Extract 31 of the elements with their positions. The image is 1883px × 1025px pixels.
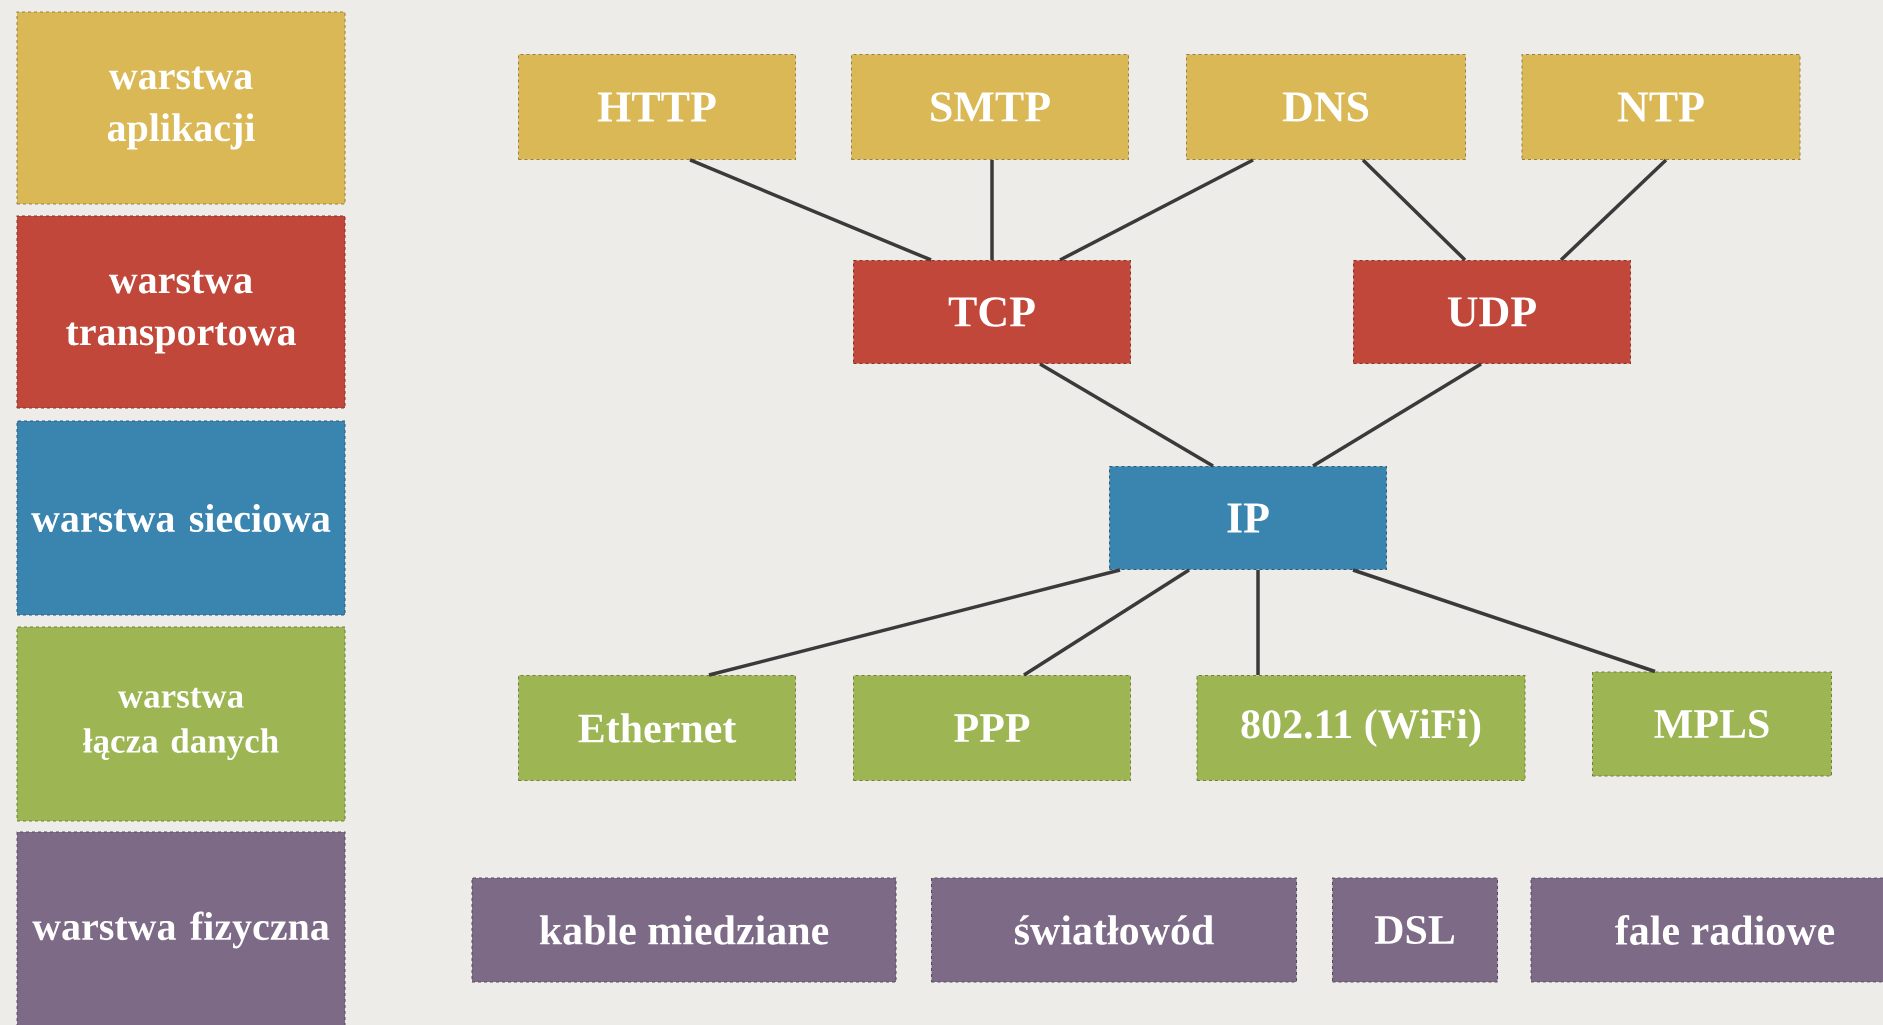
protocol-box: DNS <box>1186 54 1466 160</box>
protocol-box: PPP <box>853 675 1131 781</box>
layer-box: warstwa transportowa <box>16 215 346 409</box>
medium-box: DSL <box>1332 877 1498 983</box>
protocol-box: TCP <box>853 260 1131 364</box>
connector-line <box>1361 158 1467 262</box>
protocol-box: UDP <box>1353 260 1631 364</box>
protocol-box: 802.11 (WiFi) <box>1196 675 1526 781</box>
connector-line <box>1559 158 1668 262</box>
protocol-box: NTP <box>1521 54 1801 160</box>
connector-line <box>708 568 1121 677</box>
protocol-box: MPLS <box>1592 671 1832 777</box>
medium-box: fale radiowe <box>1530 877 1883 983</box>
protocol-box: HTTP <box>518 54 796 160</box>
connector-line <box>1059 158 1254 262</box>
medium-box: światłowód <box>931 877 1297 983</box>
layer-box: warstwa fizyczna <box>16 831 346 1025</box>
connector-line <box>1352 568 1656 674</box>
protocol-box: Ethernet <box>518 675 796 781</box>
protocol-box: IP <box>1109 466 1387 570</box>
connector-line <box>1312 362 1482 468</box>
connector-line <box>990 160 994 260</box>
medium-box: kable miedziane <box>471 877 897 983</box>
connector-line <box>1023 568 1190 677</box>
layer-box: warstwa sieciowa <box>16 420 346 616</box>
connector-line <box>689 158 932 262</box>
protocol-box: SMTP <box>851 54 1129 160</box>
layer-box: warstwa łącza danych <box>16 626 346 822</box>
layer-box: warstwa aplikacji <box>16 11 346 205</box>
connector-line <box>1039 362 1214 468</box>
connector-line <box>1256 570 1260 675</box>
